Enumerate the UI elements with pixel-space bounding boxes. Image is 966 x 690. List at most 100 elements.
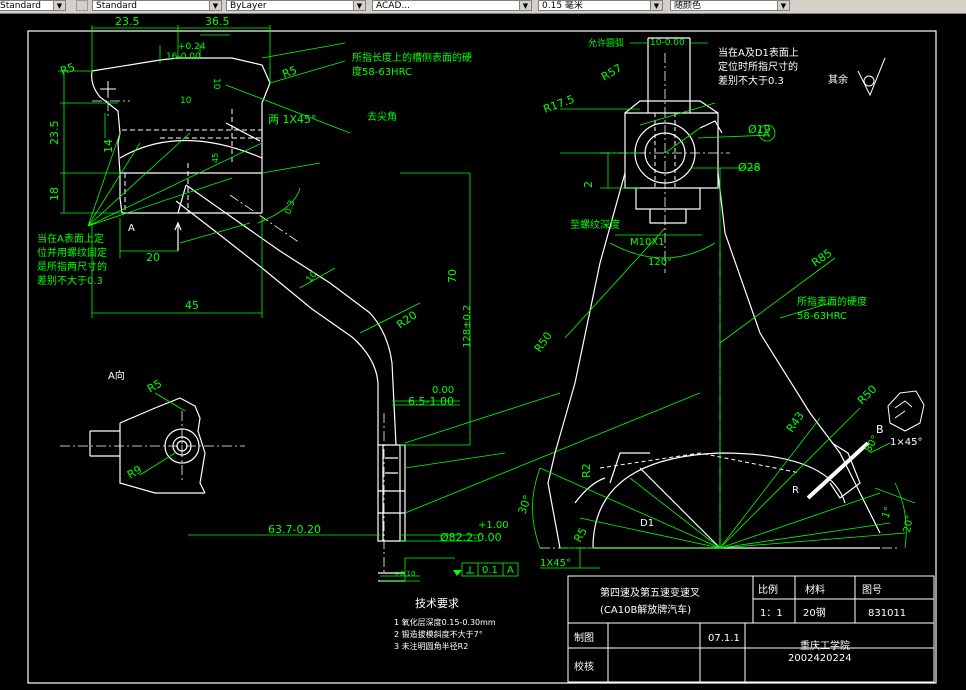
color-dropdown[interactable]: 随颜色 ▼ <box>670 0 790 11</box>
note-left-line2: 位并用螺纹固定 <box>37 246 107 259</box>
dim-1x45: 1X45° <box>540 558 571 569</box>
linetype-value: ACAD... <box>376 1 410 11</box>
tech-title: 技术要求 <box>415 597 459 610</box>
a-view-leaders <box>139 392 186 476</box>
school-name: 重庆工学院 <box>800 639 850 652</box>
part-name-line1: 第四速及第五速变速叉 <box>600 586 700 599</box>
left-notes: 所指长度上的槽侧表面的硬 度58-63HRC 去尖角 当在A表面上定 位并用螺纹… <box>37 51 472 287</box>
drawn-label: 制图 <box>574 631 594 644</box>
layer-dropdown[interactable]: ByLayer ▼ <box>226 0 366 11</box>
gdt-value: 0.1 <box>482 565 498 576</box>
cad-toolbar: Standard ▼ Standard ▼ ByLayer ▼ ACAD... … <box>0 0 966 14</box>
dim-23-5: 23.5 <box>115 15 140 28</box>
section-label-a: A <box>128 223 135 234</box>
drawing-no-value: 831011 <box>868 608 906 619</box>
note-thread-depth: 至螺纹深度 <box>570 218 620 231</box>
dim-r43: R43 <box>784 410 807 435</box>
dim-45-v: 45 <box>211 153 220 163</box>
dim-r57: R57 <box>599 62 624 84</box>
dim-r5-b: R5 <box>281 64 299 81</box>
right-view-hidden-lines <box>599 113 801 474</box>
dim-r85: R85 <box>809 246 834 269</box>
dim-70: 70 <box>446 269 459 283</box>
tech-item-1: 1 氧化层深度0.15-0.30mm <box>394 617 496 627</box>
dim-23-5-v: 23.5 <box>48 121 61 146</box>
chevron-down-icon: ▼ <box>209 1 221 10</box>
dim-18: 18 <box>48 187 61 201</box>
a-view-centerlines <box>60 411 245 483</box>
material-header: 材料 <box>805 583 825 596</box>
note-left-line1: 当在A表面上定 <box>37 232 104 245</box>
chevron-down-icon: ▼ <box>53 1 65 10</box>
part-name-line2: (CA10B解放牌汽车) <box>600 603 691 616</box>
note-hardness-right-line1: 所指表面的硬度 <box>797 295 867 308</box>
lineweight-dropdown[interactable]: 0.15 毫米 ▼ <box>538 0 663 11</box>
dim-style-dropdown[interactable]: Standard ▼ <box>92 0 222 11</box>
lineweight-value: 0.15 毫米 <box>542 1 583 11</box>
color-value: 随颜色 <box>674 1 702 11</box>
title-block-text: 第四速及第五速变速叉 (CA10B解放牌汽车) 比例 材料 图号 1：1 20钢… <box>574 583 906 673</box>
drawing-canvas[interactable]: 23.5 36.5 +0.24 16-0.00 10 10 R5 R5 23.5… <box>0 13 966 686</box>
dim-20: 20 <box>146 251 160 264</box>
chevron-down-icon: ▼ <box>519 1 531 10</box>
note-left-line4: 差别不大于0.3 <box>37 274 103 287</box>
drawing-no-header: 图号 <box>862 584 882 596</box>
text-style-dropdown[interactable]: Standard ▼ <box>0 0 66 11</box>
tech-item-3: 3 未注明圆角半径R2 <box>394 641 468 651</box>
dim-36-5: 36.5 <box>205 15 230 28</box>
title-block <box>567 575 935 683</box>
dim-28: Ø28 <box>738 161 761 174</box>
section-b-detail <box>887 390 925 432</box>
right-hardness-note: 所指表面的硬度 58-63HRC <box>797 295 867 322</box>
chevron-down-icon: ▼ <box>353 1 365 10</box>
rest-label: 其余 <box>828 73 848 86</box>
dim-82-2-tol: +1.00 <box>478 520 509 531</box>
chevron-down-icon: ▼ <box>650 1 662 10</box>
dim-2: 2 <box>582 181 595 188</box>
dim-20-deg: 20° <box>902 514 916 533</box>
dim-10c: 10 <box>305 270 320 285</box>
lug-cross-symbol <box>100 81 116 97</box>
note-right-line1: 当在A及D1表面上 <box>718 46 799 59</box>
dim-r17-5: R17.5 <box>542 93 577 116</box>
dim-angle-06: 0.3 <box>283 199 297 216</box>
text-style-icon[interactable] <box>76 0 88 11</box>
scale-value: 1：1 <box>760 608 783 619</box>
surface-finish-symbol <box>857 57 886 97</box>
dim-10a: 10 <box>180 96 192 106</box>
datum-a-marker: A <box>758 124 776 142</box>
right-notes: 当在A及D1表面上 定位时所指尺寸的 差别不大于0.3 <box>718 46 799 87</box>
dim-section-1x45: 1×45° <box>890 437 922 448</box>
dim-128: 128±0.2 <box>462 305 473 348</box>
dim-style-value: Standard <box>96 1 137 11</box>
datum-a-label: A <box>763 129 770 140</box>
dim-120: 120° <box>648 257 672 268</box>
dim-10b: 10 <box>211 78 221 90</box>
layer-value: ByLayer <box>230 1 267 11</box>
left-view-hidden-lines <box>122 109 262 213</box>
tech-requirements: 技术要求 1 氧化层深度0.15-0.30mm 2 锻造拔模斜度不大于7° 3 … <box>394 597 496 651</box>
dim-16: 16-0.00 <box>166 52 201 62</box>
dim-chamfer-2x45: 两 1X45° <box>268 113 317 126</box>
dim-r5-d: R5 <box>571 525 590 544</box>
text-style-value: Standard <box>0 1 41 11</box>
left-view-centerlines <box>92 83 385 573</box>
right-view-dimension-lines <box>532 42 916 569</box>
drawing-border <box>27 30 937 684</box>
tech-item-2: 2 锻造拔模斜度不大于7° <box>394 629 483 639</box>
note-hardness-top-line1: 所指长度上的槽侧表面的硬 <box>352 51 472 64</box>
dim-r9: R9 <box>125 463 144 482</box>
dim-63-7: 63.7-0.20 <box>268 523 321 536</box>
linetype-dropdown[interactable]: ACAD... ▼ <box>372 0 532 11</box>
note-hardness-top-line2: 度58-63HRC <box>352 65 412 78</box>
dim-m10: M10X1 <box>630 237 665 248</box>
note-chamfer: 去尖角 <box>367 110 397 123</box>
dim-30-deg: 30° <box>516 493 535 516</box>
gdt-datum: A <box>507 565 514 576</box>
dim-80-deg: 80° <box>863 434 881 455</box>
dim-0-00: 0.00 <box>432 385 454 396</box>
material-value: 20钢 <box>803 606 826 619</box>
surface-label-d1: D1 <box>640 518 654 529</box>
right-view-outline <box>547 37 881 549</box>
chevron-down-icon: ▼ <box>777 1 789 10</box>
